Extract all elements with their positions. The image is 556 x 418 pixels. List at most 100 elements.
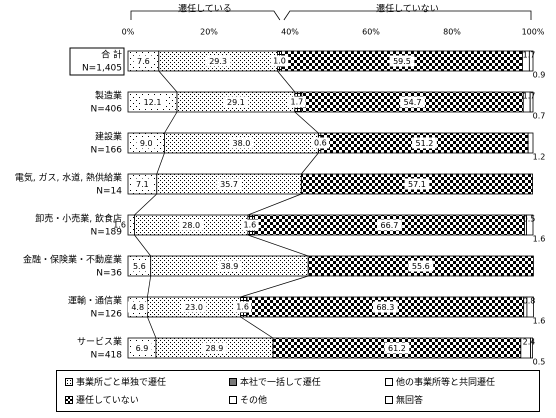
value-label-bg xyxy=(223,96,249,108)
x-tick-label: 60% xyxy=(362,28,380,37)
value-label: 54.7 xyxy=(404,98,422,107)
connector-line xyxy=(156,152,165,175)
connector-line xyxy=(158,70,178,93)
value-label: 68.3 xyxy=(376,303,394,312)
left-group-label: 遷任している xyxy=(178,3,232,15)
legend-label: 遷任していない xyxy=(76,396,139,406)
value-label: 23.0 xyxy=(185,303,203,312)
bar-segment xyxy=(527,132,534,154)
value-label: 1.6 xyxy=(236,303,249,312)
value-label: 66.7 xyxy=(381,221,399,230)
legend-item: 事業所ごと単独で遷任 xyxy=(65,375,166,388)
connector-line xyxy=(294,111,319,134)
legend-item: 他の事業所等と共同遷任 xyxy=(385,375,495,388)
category-n: N=126 xyxy=(91,310,123,320)
value-label: 57.1 xyxy=(408,180,426,189)
x-tick-label: 40% xyxy=(281,28,299,37)
value-label: 51.2 xyxy=(416,139,434,148)
value-label: 0.5 xyxy=(523,215,536,224)
value-label: 1.2 xyxy=(533,153,546,162)
x-tick-label: 80% xyxy=(443,28,461,37)
value-label: 1.7 xyxy=(523,92,536,101)
connector-line xyxy=(164,111,178,134)
category-label: 電気, ガス, 水道, 熱供給業 xyxy=(15,172,122,184)
value-label: 28.9 xyxy=(206,344,224,353)
value-label: 7.1 xyxy=(136,180,149,189)
value-label-bg xyxy=(129,260,150,272)
value-label-bg xyxy=(202,342,227,354)
value-label: 5.6 xyxy=(133,262,146,271)
value-label-bg xyxy=(205,55,231,67)
category-label: 運輸・通信業 xyxy=(68,295,122,307)
value-label: 1.0 xyxy=(273,57,286,66)
value-label-bg xyxy=(140,96,165,108)
legend-item: 無回答 xyxy=(385,393,423,406)
legend-swatch xyxy=(385,395,393,404)
value-label-bg xyxy=(311,137,330,149)
legend-label: 無回答 xyxy=(396,396,424,406)
category-n: N=1,405 xyxy=(82,64,122,74)
value-label: 59.5 xyxy=(393,57,411,66)
value-label-bg xyxy=(384,342,410,354)
x-tick-label: 20% xyxy=(200,28,218,37)
category-label: 合 計 xyxy=(101,49,122,61)
value-label-bg xyxy=(372,301,398,313)
connector-line xyxy=(147,316,157,339)
right-group-bracket xyxy=(283,10,532,21)
legend-swatch xyxy=(229,377,237,386)
value-label-bg xyxy=(178,219,204,231)
connector-line xyxy=(240,316,274,339)
value-label-bg xyxy=(389,55,415,67)
value-label: 1.6 xyxy=(113,221,126,230)
value-label: 4.8 xyxy=(131,303,144,312)
value-label-bg xyxy=(133,55,154,67)
value-label: 0.9 xyxy=(533,71,546,80)
value-label: 7.6 xyxy=(137,57,150,66)
value-label: 0.6 xyxy=(314,139,327,148)
bar-segment xyxy=(530,337,533,359)
category-label: サービス業 xyxy=(77,336,122,348)
category-label-box xyxy=(69,47,125,76)
legend-swatch xyxy=(229,395,237,404)
value-label: 0.5 xyxy=(533,358,546,367)
value-label: 9.0 xyxy=(140,139,153,148)
connector-line xyxy=(134,193,157,216)
value-label-bg xyxy=(136,137,157,149)
category-label: 金融・保険業・不動産業 xyxy=(23,254,122,266)
legend: 事業所ごと単独で遷任 本社で一括して遷任 他の事業所等と共同遷任遷任していない その他… xyxy=(56,370,540,412)
value-label-bg xyxy=(181,301,207,313)
value-label: 28.0 xyxy=(182,221,200,230)
value-label: 1.6 xyxy=(533,317,546,326)
category-n: N=189 xyxy=(91,228,123,238)
value-label: 38.0 xyxy=(232,139,250,148)
value-label-bg xyxy=(288,96,306,108)
bar-segment xyxy=(529,91,534,113)
value-label: 1.6 xyxy=(244,221,257,230)
legend-item: 本社で一括して遷任 xyxy=(229,375,321,388)
value-label: 29.1 xyxy=(227,98,245,107)
connector-line xyxy=(277,70,296,93)
legend-label: 事業所ごと単独で遷任 xyxy=(76,378,167,388)
value-label-bg xyxy=(233,301,252,313)
category-label: 建設業 xyxy=(95,131,122,143)
right-group-label: 遷任していない xyxy=(376,3,439,15)
connector-line xyxy=(240,275,309,298)
value-label-bg xyxy=(412,137,437,149)
value-label-bg xyxy=(241,219,259,231)
connector-line xyxy=(134,234,151,257)
connector-line xyxy=(247,234,309,257)
category-n: N=166 xyxy=(91,146,123,156)
value-label: 55.6 xyxy=(412,262,430,271)
legend-label: その他 xyxy=(240,396,268,406)
value-label-bg xyxy=(404,178,430,190)
x-tick-label: 0% xyxy=(122,28,135,37)
value-label: 61.2 xyxy=(388,344,406,353)
legend-label: 本社で一括して遷任 xyxy=(240,378,321,388)
legend-swatch xyxy=(65,377,73,386)
connector-line xyxy=(301,152,319,175)
value-label: 35.7 xyxy=(220,180,238,189)
value-label-bg xyxy=(216,178,242,190)
legend-item: 遷任していない xyxy=(65,393,139,406)
bar-segment xyxy=(528,50,534,72)
